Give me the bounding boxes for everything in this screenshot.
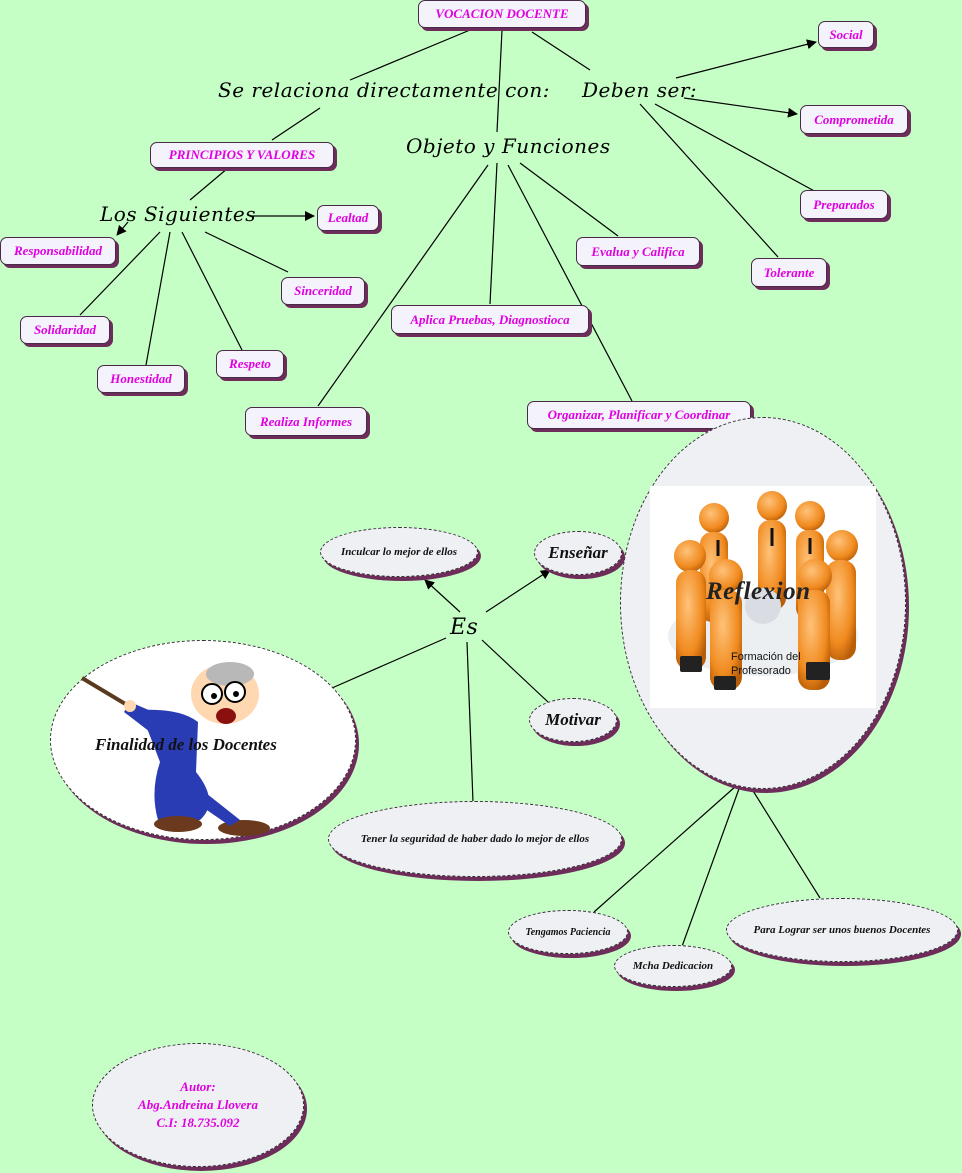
quality-tolerante-label: Tolerante — [763, 264, 815, 280]
value-responsabilidad-label: Responsabilidad — [13, 243, 103, 258]
function-organizar-label: Organizar, Planificar y Coordinar — [547, 407, 731, 422]
reflection-paciencia: Tengamos Paciencia — [508, 910, 628, 954]
purpose-seguridad: Tener la seguridad de haber dado lo mejo… — [328, 801, 622, 877]
following-label: Los Siguientes — [100, 202, 256, 226]
value-sinceridad: Sinceridad — [281, 277, 365, 305]
reflection-paciencia-label: Tengamos Paciencia — [525, 926, 611, 938]
teacher-cartoon-icon — [80, 662, 270, 836]
purpose-motivar: Motivar — [529, 698, 617, 742]
principles-box: PRINCIPIOS Y VALORES — [150, 142, 334, 168]
author-line-2: Abg.Andreina Llovera — [138, 1097, 258, 1112]
author-line-1: Autor: — [180, 1079, 216, 1094]
branch-label-relates: Se relaciona directamente con: — [218, 78, 550, 102]
quality-social: Social — [818, 21, 874, 48]
reflection-title: Reflexion — [706, 578, 811, 605]
principles-title: PRINCIPIOS Y VALORES — [168, 147, 316, 162]
reflection-image — [650, 486, 876, 708]
purpose-ensenar-label: Enseñar — [548, 543, 608, 562]
function-realiza: Realiza Informes — [245, 407, 367, 436]
branch-label-object: Objeto y Funciones — [406, 134, 611, 158]
quality-preparados-label: Preparados — [813, 196, 875, 212]
purpose-seguridad-label: Tener la seguridad de haber dado lo mejo… — [360, 833, 590, 845]
quality-comprometida-label: Comprometida — [814, 111, 894, 127]
reflection-lograr: Para Lograr ser unos buenos Docentes — [726, 898, 958, 962]
purpose-inculcar-label: Inculcar lo mejor de ellos — [340, 546, 458, 558]
purpose-title: Finalidad de los Docentes — [95, 735, 277, 754]
reflection-dedicacion-label: Mcha Dedicacion — [632, 960, 714, 972]
function-evalua-label: Evalua y Califica — [591, 243, 685, 259]
reflection-caption-2: Profesorado — [731, 665, 791, 677]
value-lealtad-label: Lealtad — [327, 210, 369, 225]
author-ellipse: Autor: Abg.Andreina Llovera C.I: 18.735.… — [92, 1043, 304, 1167]
function-aplica: Aplica Pruebas, Diagnostioca — [391, 305, 589, 334]
reflection-lograr-label: Para Lograr ser unos buenos Docentes — [753, 924, 931, 936]
value-respeto: Respeto — [216, 350, 284, 378]
teamwork-figures-icon — [668, 491, 858, 690]
reflection-caption-1: Formación del — [731, 651, 801, 663]
quality-comprometida: Comprometida — [800, 105, 908, 134]
title-text: VOCACION DOCENTE — [435, 6, 569, 21]
value-sinceridad-label: Sinceridad — [294, 283, 352, 298]
function-aplica-label: Aplica Pruebas, Diagnostioca — [410, 311, 570, 327]
function-organizar: Organizar, Planificar y Coordinar — [527, 401, 751, 429]
value-solidaridad: Solidaridad — [20, 316, 110, 344]
reflection-dedicacion: Mcha Dedicacion — [614, 945, 732, 987]
quality-preparados: Preparados — [800, 190, 888, 219]
function-realiza-label: Realiza Informes — [259, 413, 353, 429]
branch-label-must: Deben ser: — [582, 78, 698, 102]
is-label: Es — [450, 615, 479, 640]
value-honestidad-label: Honestidad — [110, 371, 172, 386]
value-lealtad: Lealtad — [317, 205, 379, 231]
purpose-inculcar: Inculcar lo mejor de ellos — [320, 527, 478, 577]
value-honestidad: Honestidad — [97, 365, 185, 393]
value-responsabilidad: Responsabilidad — [0, 237, 116, 265]
purpose-motivar-label: Motivar — [545, 710, 601, 729]
purpose-ensenar: Enseñar — [534, 531, 622, 575]
value-solidaridad-label: Solidaridad — [33, 322, 97, 337]
quality-tolerante: Tolerante — [751, 258, 827, 287]
value-respeto-label: Respeto — [229, 356, 271, 371]
title-box: VOCACION DOCENTE — [418, 0, 586, 28]
author-line-3: C.I: 18.735.092 — [156, 1115, 240, 1130]
function-evalua: Evalua y Califica — [576, 237, 700, 266]
quality-social-label: Social — [829, 26, 863, 42]
